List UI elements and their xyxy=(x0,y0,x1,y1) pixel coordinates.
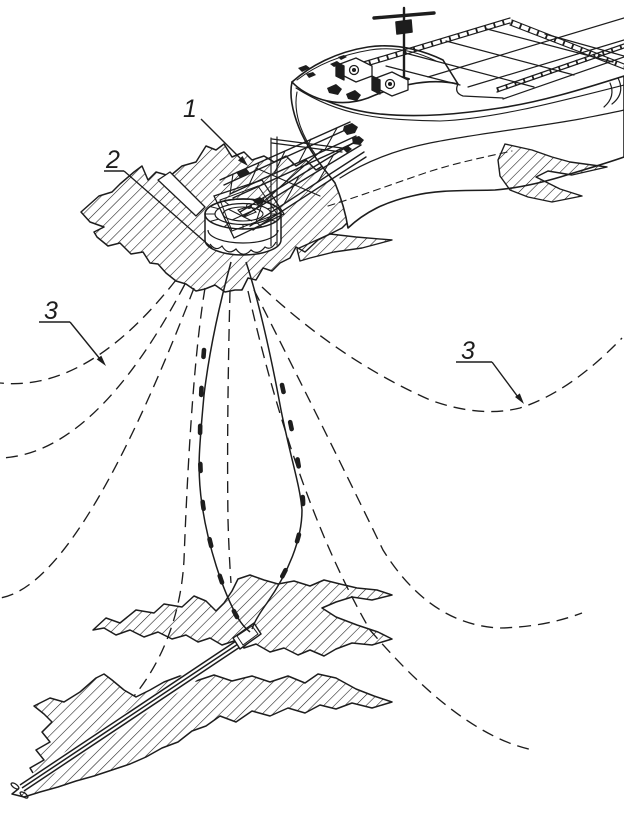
deck-winches xyxy=(335,57,409,97)
anchor-fitting xyxy=(346,90,361,101)
deck-fittings xyxy=(298,55,361,101)
sea-surface-foreground-pieces xyxy=(296,143,608,262)
buoy-band xyxy=(207,229,279,244)
winch-bracket xyxy=(335,61,345,81)
label-3-right: 3 xyxy=(456,337,524,404)
leader-arrowhead xyxy=(238,156,248,166)
waterline-dashed xyxy=(327,150,513,207)
stern-tear-curve xyxy=(611,77,622,105)
pipeline-bundle xyxy=(10,636,247,799)
riser-chain-left xyxy=(198,261,251,633)
arm-buoy-frame xyxy=(213,179,285,239)
ref-number: 2 xyxy=(105,146,120,174)
mooring-arm xyxy=(213,121,367,247)
anchor-fitting xyxy=(327,84,342,95)
arm-x-brace xyxy=(253,149,323,211)
winch-bracket xyxy=(371,75,381,95)
stern-tear-curve-2 xyxy=(603,82,613,108)
sea-surface-notch xyxy=(157,171,206,217)
pipeline-system xyxy=(10,622,262,799)
label-3-left: 3 xyxy=(39,297,106,366)
buoy-scallops xyxy=(209,241,277,255)
mooring-line xyxy=(226,290,232,584)
ref-number: 3 xyxy=(44,297,58,325)
mooring-line xyxy=(0,287,195,599)
leader-line xyxy=(69,321,101,360)
mooring-line xyxy=(0,283,186,459)
ref-number: 3 xyxy=(461,337,475,365)
turret-buoy xyxy=(204,197,282,256)
leader-arrowhead xyxy=(515,393,524,404)
arm-hinge-pads xyxy=(236,123,364,178)
label-2: 2 xyxy=(104,146,213,249)
seabed-lower-lobe xyxy=(11,673,393,798)
mast xyxy=(372,6,436,80)
pipeline-end-flange xyxy=(10,782,20,790)
mast-block xyxy=(395,19,413,35)
bilge-knuckle-line xyxy=(339,109,624,179)
mooring-line xyxy=(133,287,206,697)
mooring-line-left xyxy=(0,279,177,385)
leader-arrowhead xyxy=(96,355,106,366)
arm-king-post xyxy=(270,136,343,247)
leader-line xyxy=(123,170,213,249)
riser-beads-right xyxy=(263,382,306,605)
riser-beads-left xyxy=(197,347,240,620)
deck-grid xyxy=(359,17,624,100)
deck-break-wall xyxy=(456,83,504,99)
leader-line xyxy=(491,361,519,398)
ref-number: 1 xyxy=(183,95,197,123)
mooring-line-right xyxy=(261,286,623,413)
label-1: 1 xyxy=(183,95,248,166)
swivel-pin xyxy=(246,203,252,209)
leader-line xyxy=(200,118,244,162)
foredeck-bulwark-inner xyxy=(296,48,437,81)
pipeline-end-flange xyxy=(19,791,29,799)
mast-crosstree xyxy=(372,11,436,20)
arm-collar xyxy=(236,168,250,178)
mooring-lines xyxy=(0,279,623,751)
annotations: 1 2 3 3 xyxy=(39,95,524,404)
vessel xyxy=(290,6,624,229)
foredeck-bulwark xyxy=(291,45,459,104)
mooring-line xyxy=(253,289,583,629)
sheer-inner-line xyxy=(295,84,624,122)
riser-chains xyxy=(197,261,306,633)
